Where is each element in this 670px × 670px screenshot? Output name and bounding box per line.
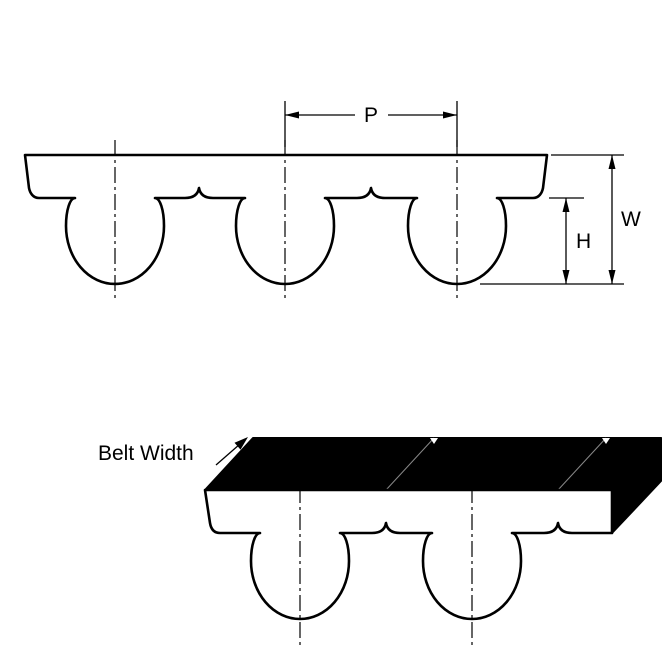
isometric-view: Belt Width xyxy=(98,437,662,645)
belt-width-callout: Belt Width xyxy=(98,437,248,466)
belt-profile-outline xyxy=(23,153,549,286)
profile-view: P W H xyxy=(23,101,641,300)
back-edge-notch-2 xyxy=(602,438,610,444)
thickness-arrowhead-bottom xyxy=(608,270,616,284)
pitch-arrowhead-right xyxy=(443,111,457,119)
belt-width-label: Belt Width xyxy=(98,442,194,465)
tooth-height-label: H xyxy=(576,230,591,253)
belt-width-leader-line xyxy=(215,443,241,466)
belt-top-face xyxy=(204,437,662,491)
pitch-arrowhead-left xyxy=(285,111,299,119)
thickness-dimension: W xyxy=(480,154,641,285)
top-face-seam-line-1 xyxy=(385,437,435,491)
pitch-label: P xyxy=(364,104,378,127)
tooth-height-arrowhead-bottom xyxy=(562,270,570,284)
thickness-arrowhead-top xyxy=(608,155,616,169)
tooth-height-arrowhead-top xyxy=(562,198,570,212)
back-edge-notch-1 xyxy=(430,438,438,444)
belt-width-arrowhead xyxy=(234,437,248,450)
top-face-seam-line-2 xyxy=(557,437,607,491)
pitch-dimension: P xyxy=(284,101,458,147)
belt-front-face-outline xyxy=(203,488,614,621)
tooth-height-dimension: H xyxy=(549,197,591,284)
thickness-label: W xyxy=(621,208,641,231)
